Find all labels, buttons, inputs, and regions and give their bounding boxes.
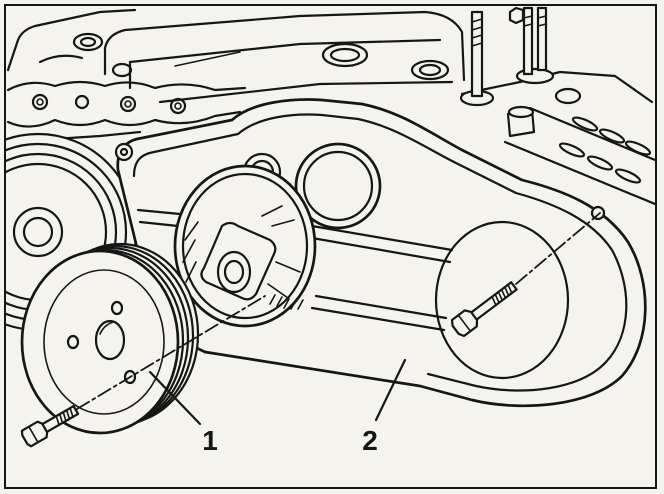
flange-stud	[74, 94, 90, 110]
rear-pulley-hub	[12, 206, 64, 258]
pulley-bolt-hole	[66, 334, 80, 350]
stud-boss	[515, 67, 555, 85]
flange-top-edge	[6, 80, 247, 92]
rocker-cover-base	[158, 80, 454, 104]
cover-grommet	[410, 59, 450, 81]
manifold-flange	[6, 80, 247, 128]
rocker-cover	[103, 10, 466, 104]
rocker-cover-ridge	[128, 38, 442, 90]
pulley-bolt-hole	[123, 369, 137, 385]
inspection-opening	[294, 142, 382, 230]
pulley-bolt-hole	[110, 300, 124, 316]
cover-rib-lower	[310, 294, 448, 332]
head-slot	[571, 116, 599, 132]
head-side-edge	[503, 140, 655, 206]
pulley-bolt-head-facet	[28, 425, 39, 444]
pump-hatching	[269, 294, 304, 310]
pulley-hub	[94, 319, 126, 361]
pump-vanes	[182, 205, 301, 299]
cover-grommet-inner	[418, 63, 442, 77]
pulley-inner-ring	[43, 269, 165, 415]
block-contour	[38, 54, 84, 64]
filler-cap-inner	[329, 47, 361, 63]
head-slot	[598, 128, 626, 144]
head-slot	[586, 155, 614, 171]
cover-bolt-threads	[491, 283, 513, 306]
flange-stud-core	[174, 102, 182, 110]
head-slot	[614, 168, 642, 184]
pump-opening-inner	[181, 172, 309, 320]
pump-hub	[216, 250, 252, 294]
stud	[536, 6, 548, 72]
head-slot	[558, 142, 586, 158]
head-slot	[624, 140, 652, 156]
flange-bottom-edge	[6, 110, 242, 128]
rocker-cover-outline	[103, 10, 466, 82]
cover-bolt-boss	[114, 142, 134, 162]
cover-bolt-centerline	[515, 212, 601, 285]
flange-stud	[169, 97, 187, 115]
stud	[522, 6, 534, 76]
flange-stud	[119, 95, 137, 113]
water-pump	[173, 164, 317, 328]
callout-1-label: 1	[202, 425, 218, 456]
pulley-bolt-threads	[55, 407, 74, 426]
pulley-bolt-centerline	[76, 295, 266, 410]
pump-hub-bore	[223, 259, 245, 285]
pulley-bolt-head	[20, 420, 49, 448]
pulley-hub-depth	[99, 321, 114, 335]
pulley-bolt	[20, 405, 80, 448]
crankshaft-pulley	[20, 242, 200, 435]
head-top-edge	[460, 70, 654, 104]
cover-bolt-head-facet	[457, 314, 472, 332]
flange-stud-core	[124, 100, 132, 108]
spark-plug-well	[554, 87, 582, 105]
cover-bolt-hole	[590, 205, 606, 221]
callout-2-label: 2	[362, 425, 378, 456]
figure-frame	[4, 4, 657, 489]
sensor-cap	[507, 105, 535, 119]
timing-cover-flange	[132, 113, 628, 392]
stud-nut	[508, 6, 525, 25]
cylinder-studs	[459, 6, 555, 138]
drawing	[6, 6, 655, 448]
block-boss-hole	[79, 36, 97, 48]
cover-rib-upper	[310, 224, 454, 264]
callout-1-leader	[148, 370, 202, 426]
block-boss	[72, 32, 104, 52]
rear-pulley-bore	[22, 216, 54, 248]
flange-stud	[31, 93, 49, 111]
cover-rib-left	[136, 208, 182, 228]
block-top-edge	[6, 8, 137, 72]
inspection-opening-inner	[302, 150, 374, 222]
sprocket-housing	[434, 220, 570, 380]
callout-2-leader	[374, 358, 407, 422]
cover-bolt-boss-hole	[119, 147, 129, 157]
cover-bolt	[450, 281, 518, 338]
filler-cap	[321, 42, 369, 68]
rocker-cover-line	[174, 51, 241, 67]
stud-threads	[523, 15, 547, 27]
cylinder-head	[460, 70, 655, 206]
flange-stud-core	[36, 98, 44, 106]
stud	[470, 10, 484, 98]
stud-threads	[471, 18, 483, 47]
